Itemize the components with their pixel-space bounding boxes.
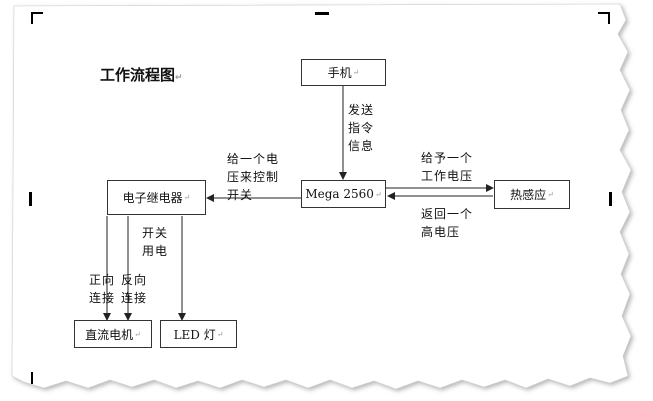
label-give-work-voltage: 给予一个 工作电压 — [421, 151, 474, 183]
label-send-command: 发送 指令 信息 — [348, 103, 375, 153]
crop-mark — [609, 192, 612, 206]
label-return-high-voltage: 返回一个 高电压 — [421, 207, 474, 239]
node-dc-motor: 直流电机↵ — [74, 320, 152, 348]
crop-mark — [598, 12, 610, 14]
node-mega: Mega 2560↵ — [301, 180, 386, 208]
crop-mark — [29, 192, 32, 206]
node-led: LED 灯↵ — [160, 320, 237, 348]
label-reverse-connect: 反向 连接 — [121, 273, 148, 305]
label-give-voltage-control: 给一个电 压来控制 开关 — [227, 152, 280, 202]
node-heat-sensor: 热感应↵ — [494, 180, 570, 209]
node-phone: 手机↵ — [301, 59, 386, 86]
label-forward-connect: 正向 连接 — [89, 273, 116, 305]
crop-mark — [315, 12, 329, 15]
crop-mark — [31, 12, 33, 24]
crop-mark — [608, 12, 610, 24]
label-switch-power: 开关 用电 — [142, 226, 169, 258]
crop-mark — [31, 12, 43, 14]
diagram-title: 工作流程图↵ — [100, 66, 183, 84]
crop-mark — [31, 372, 33, 384]
node-relay: 电子继电器↵ — [107, 180, 206, 215]
